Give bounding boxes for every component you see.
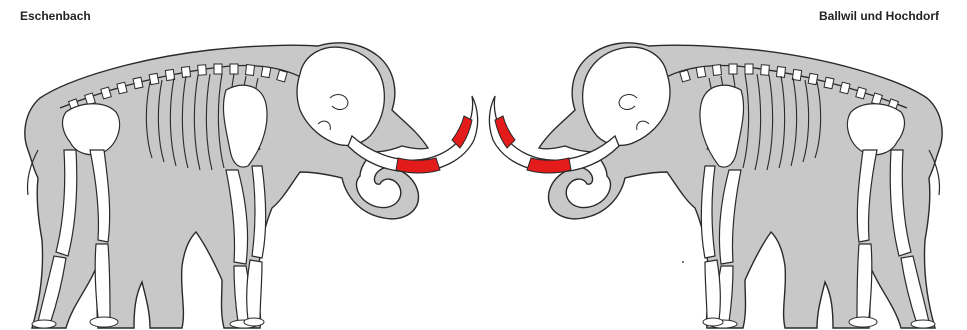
mammoth-figure-ballwil-hochdorf xyxy=(489,43,942,328)
mammoth-figure-eschenbach xyxy=(25,43,478,328)
speck xyxy=(682,261,684,263)
